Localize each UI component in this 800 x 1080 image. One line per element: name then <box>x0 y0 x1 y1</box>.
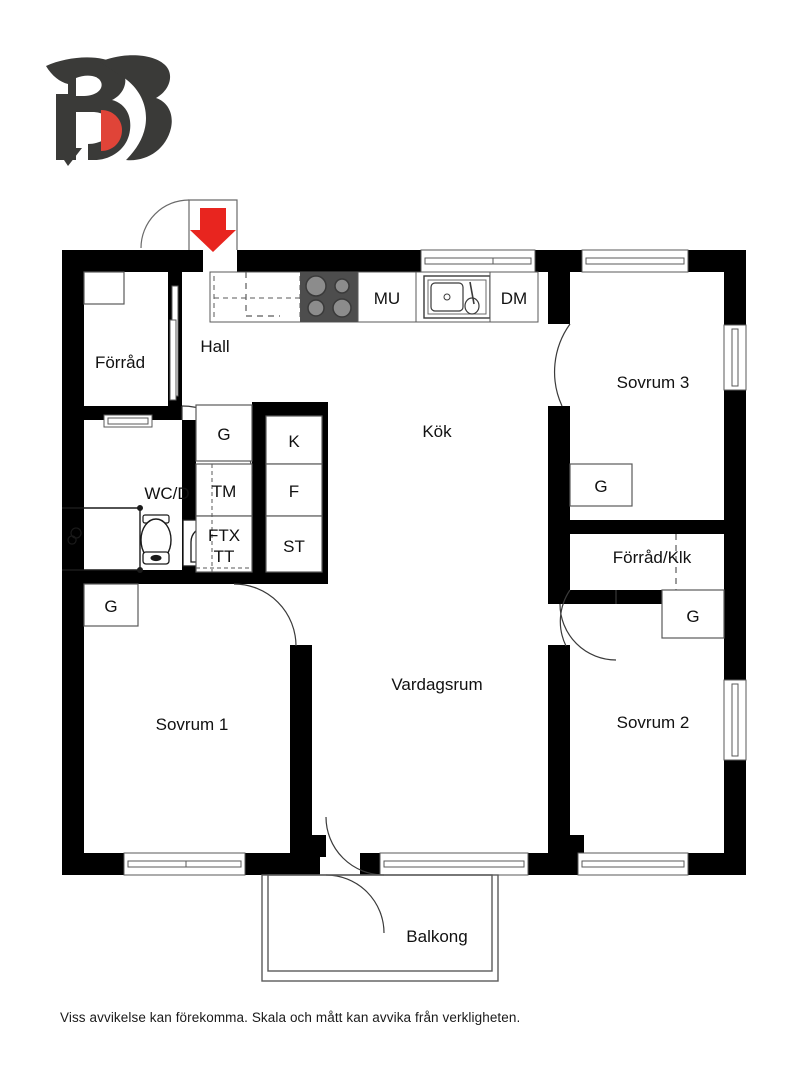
room-label-sovrum-3: Sovrum 3 <box>617 373 690 392</box>
door-sovrum1 <box>233 583 297 647</box>
window-sovrum1-bottom <box>123 852 246 876</box>
appliance-label-ftx: FTX <box>208 526 240 545</box>
appliance-label-g-sovrum1: G <box>104 597 117 616</box>
wcd-wall-detail <box>103 414 153 428</box>
room-label-hall: Hall <box>200 337 229 356</box>
appliance-label-g-sovrum2: G <box>686 607 699 626</box>
appliance-label-dm: DM <box>501 289 527 308</box>
appliance-label-g-hall: G <box>217 425 230 444</box>
walls <box>62 250 746 875</box>
logo-mark <box>46 55 172 166</box>
kitchen-sink-icon <box>423 275 491 319</box>
window-sovrum3-top <box>581 249 689 273</box>
door-sovrum2 <box>559 589 571 647</box>
appliance-label-st: ST <box>283 537 305 556</box>
plan-svg: Förråd Hall WC/D Kök Sovrum 3 Förråd/Klk… <box>62 199 747 982</box>
appliance-label-f: F <box>289 482 299 501</box>
appliance-labels: MU DM G TM FTX TT K F ST G G G <box>104 289 699 626</box>
stove-cooktop-icon <box>300 272 358 322</box>
door-balkong <box>325 816 385 934</box>
company-logo <box>38 48 178 168</box>
forrad-sliding-door <box>169 285 179 401</box>
kitchen-counter <box>209 271 539 323</box>
appliance-label-mu: MU <box>374 289 400 308</box>
disclaimer-note: Viss avvikelse kan förekomma. Skala och … <box>60 1010 521 1025</box>
appliance-label-k: K <box>288 432 300 451</box>
window-sovrum3-right <box>723 324 747 391</box>
appliance-label-tt: TT <box>214 547 235 566</box>
room-label-vardagsrum: Vardagsrum <box>391 675 482 694</box>
room-label-sovrum-2: Sovrum 2 <box>617 713 690 732</box>
door-entrance <box>140 199 238 250</box>
entrance-arrow-icon <box>190 208 236 252</box>
door-sovrum3 <box>553 323 571 407</box>
shower-tray-icon <box>62 505 143 573</box>
windows <box>103 249 747 876</box>
room-label-forrad-klk: Förråd/Klk <box>613 548 692 567</box>
room-label-forrad: Förråd <box>95 353 145 372</box>
room-labels: Förråd Hall WC/D Kök Sovrum 3 Förråd/Klk… <box>95 337 692 946</box>
room-label-balkong: Balkong <box>406 927 467 946</box>
window-kitchen <box>420 249 536 273</box>
room-label-kok: Kök <box>422 422 452 441</box>
window-sovrum2-bottom <box>577 852 689 876</box>
appliance-boxes <box>83 271 725 639</box>
balkong-outline <box>261 874 499 982</box>
floor-plan-drawing: Förråd Hall WC/D Kök Sovrum 3 Förråd/Klk… <box>0 190 800 990</box>
room-label-wc-d: WC/D <box>144 484 189 503</box>
appliance-label-g-sovrum3: G <box>594 477 607 496</box>
window-vardagsrum-balcony <box>379 852 529 876</box>
toilet-icon <box>140 514 172 565</box>
window-sovrum2-right <box>723 679 747 761</box>
appliance-label-tm: TM <box>212 482 237 501</box>
room-label-sovrum-1: Sovrum 1 <box>156 715 229 734</box>
logo-accent <box>101 110 122 151</box>
